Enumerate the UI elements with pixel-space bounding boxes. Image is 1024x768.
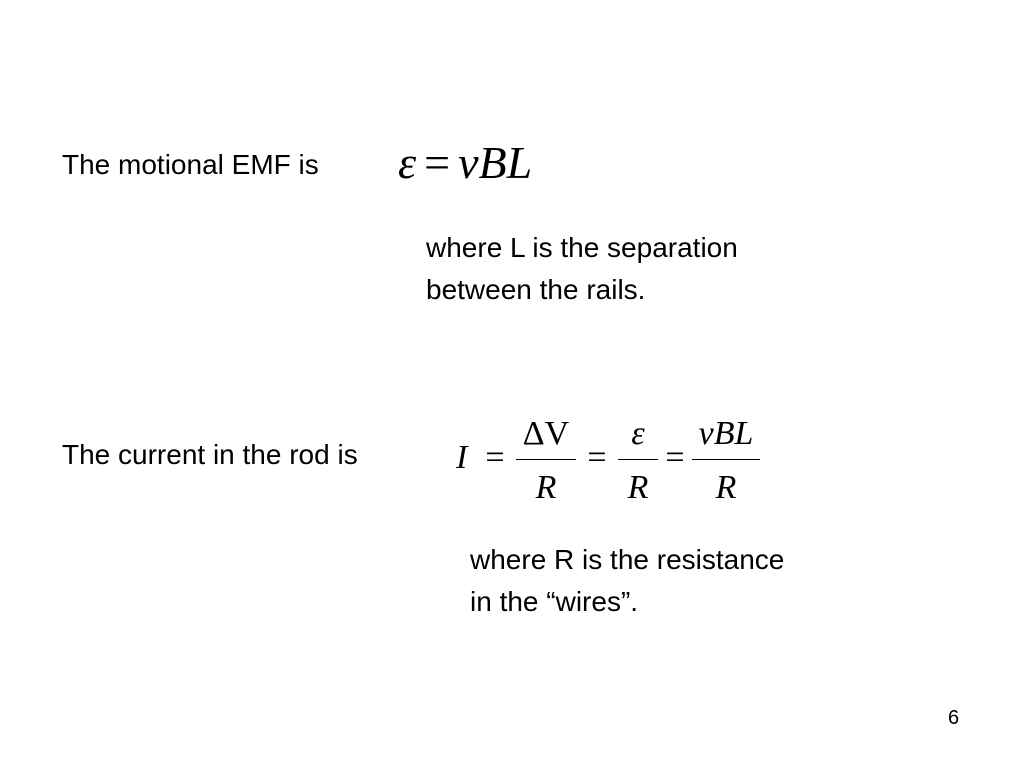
- equals-sign: =: [424, 137, 451, 188]
- equals-sign-3: =: [665, 439, 685, 476]
- fraction-bar: [516, 459, 576, 460]
- fraction-numerator: ε: [631, 415, 645, 452]
- current-note-line-1: where R is the resistance: [470, 544, 785, 575]
- fraction-denominator: R: [535, 469, 557, 506]
- equals-sign-2: =: [587, 439, 607, 476]
- fraction-emf-over-r: ε R: [618, 408, 658, 508]
- emf-intro-text: The motional EMF is: [62, 149, 319, 180]
- equals-sign-1: =: [485, 439, 505, 476]
- current-intro-text: The current in the rod is: [62, 439, 358, 470]
- fraction-vbl-over-r: vBL R: [692, 408, 760, 508]
- emf-expression: vBL: [458, 137, 533, 188]
- fraction-bar: [618, 459, 658, 460]
- fraction-denominator: R: [715, 469, 737, 506]
- fraction-numerator: vBL: [698, 415, 754, 452]
- fraction-numerator: ΔV: [522, 415, 570, 452]
- current-note-line-2: in the “wires”.: [470, 586, 639, 617]
- emf-equation: ε=vBL: [398, 135, 532, 191]
- current-symbol: I: [456, 439, 468, 476]
- fraction-denominator: R: [627, 469, 649, 506]
- fraction-delta-v-over-r: ΔV R: [516, 408, 576, 508]
- emf-symbol: ε: [398, 137, 417, 188]
- page-number: 6: [948, 707, 960, 729]
- emf-note-line-1: where L is the separation: [426, 232, 738, 263]
- current-equation: I = ΔV R = ε R = vBL R: [456, 408, 776, 508]
- fraction-bar: [692, 459, 760, 460]
- emf-note-line-2: between the rails.: [426, 274, 646, 305]
